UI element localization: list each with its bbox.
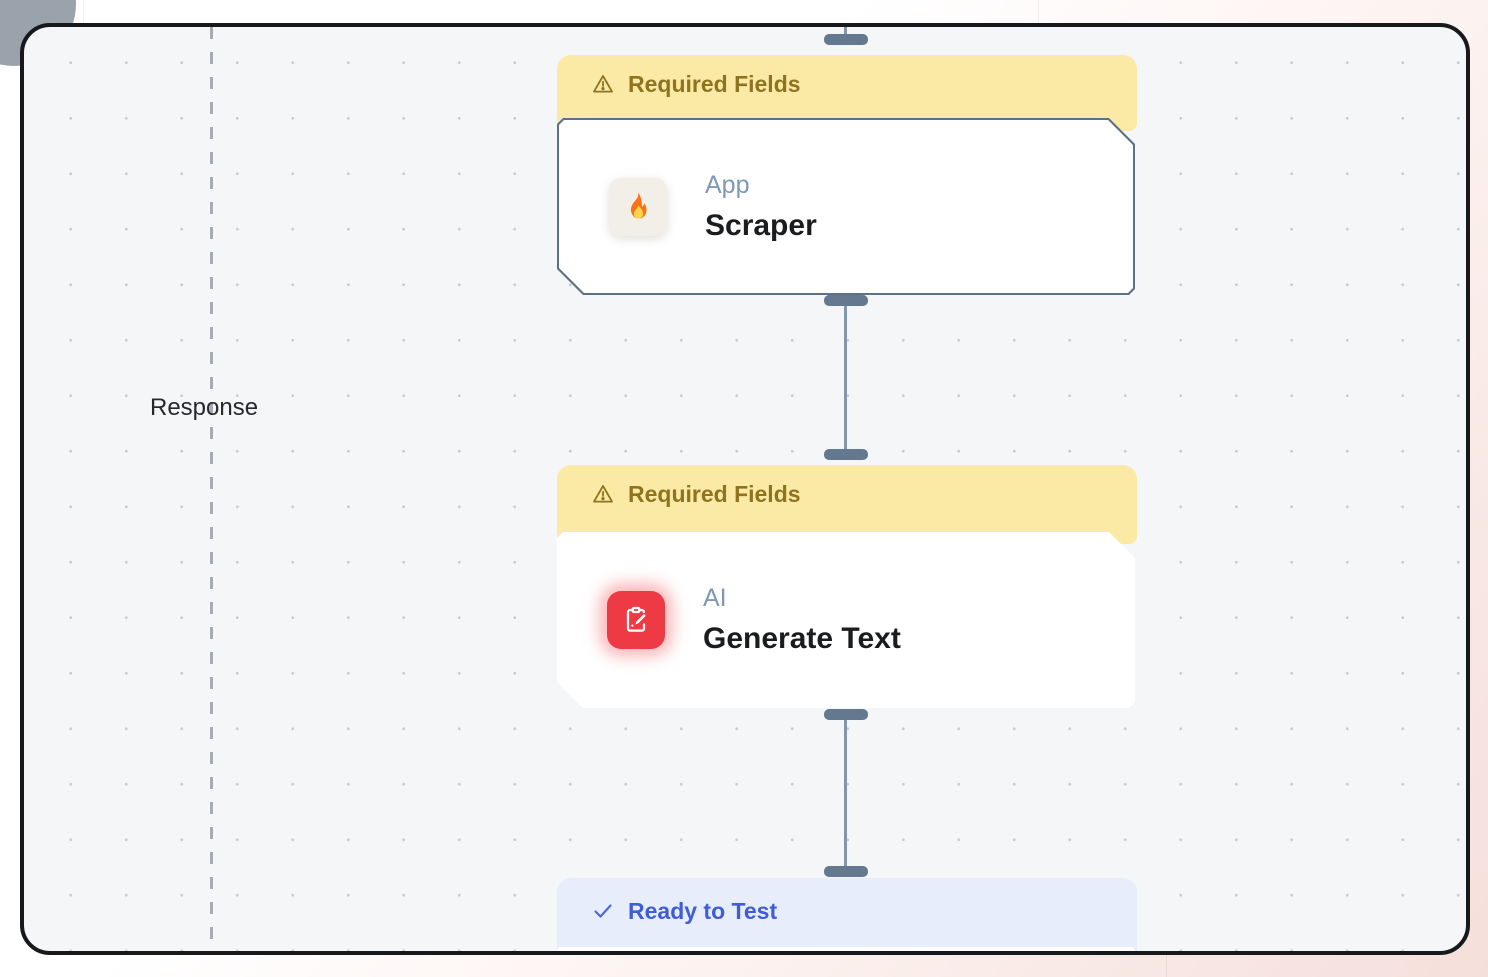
node-type-label: AI xyxy=(703,584,727,612)
node-next-card-edge[interactable] xyxy=(557,947,1135,951)
clipboard-edit-icon xyxy=(607,591,665,649)
connection-handle-generate-text-out[interactable] xyxy=(824,709,868,720)
edge-generate-text-to-next xyxy=(844,714,847,871)
node-generate-text-required-fields-banner: Required Fields xyxy=(557,465,1137,544)
node-title: Generate Text xyxy=(703,622,901,655)
warning-icon xyxy=(591,481,615,512)
connection-handle-scraper-out[interactable] xyxy=(824,295,868,306)
node-type-label: App xyxy=(705,170,750,199)
node-title: Scraper xyxy=(705,208,817,242)
banner-label: Ready to Test xyxy=(628,898,778,924)
banner-label: Required Fields xyxy=(628,71,801,97)
check-icon xyxy=(591,898,615,929)
banner-label: Required Fields xyxy=(628,481,801,507)
background-divider xyxy=(1166,955,1167,977)
node-ready-to-test-banner: Ready to Test xyxy=(557,878,1137,951)
edge-incoming xyxy=(844,27,847,40)
background-divider xyxy=(83,0,84,23)
edge-scraper-to-generate-text xyxy=(844,300,847,454)
response-label: Response xyxy=(150,394,259,421)
connection-handle-next-in[interactable] xyxy=(824,866,868,877)
response-guide-line xyxy=(210,27,213,951)
fire-icon xyxy=(609,178,667,236)
node-generate-text[interactable]: AI Generate Text xyxy=(557,532,1135,708)
connection-handle-generate-text-in[interactable] xyxy=(824,449,868,460)
connection-handle-top[interactable] xyxy=(824,34,868,45)
workflow-canvas[interactable]: Response Required Fields xyxy=(24,27,1466,951)
warning-icon xyxy=(591,71,615,102)
background-divider xyxy=(1038,0,1039,23)
node-scraper[interactable]: App Scraper xyxy=(557,118,1135,295)
workflow-frame: Response Required Fields xyxy=(20,23,1470,955)
